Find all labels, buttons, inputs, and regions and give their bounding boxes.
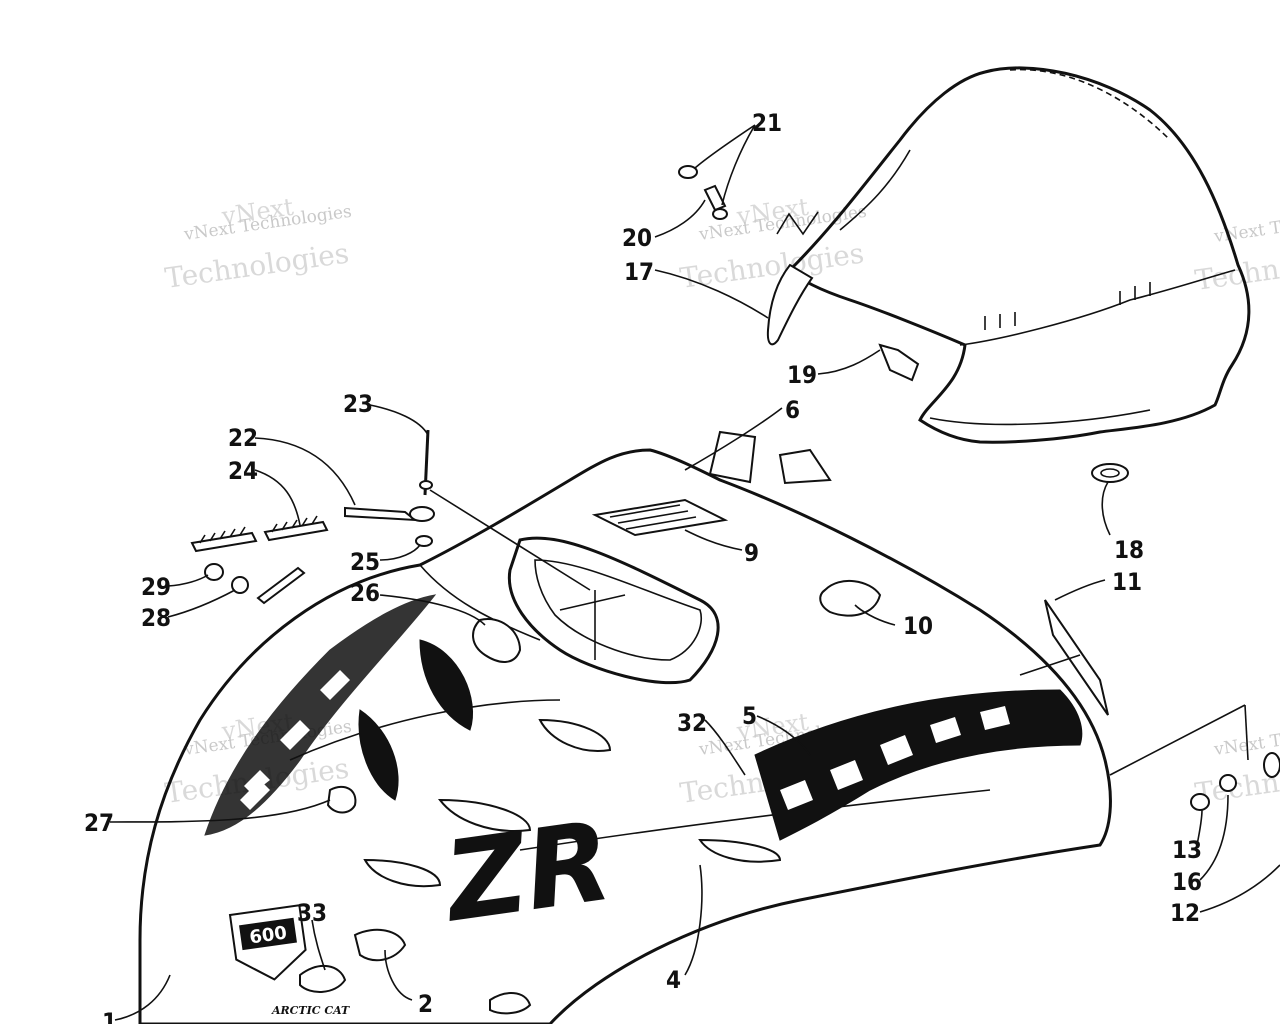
grommet [1091, 463, 1129, 483]
grommet [1263, 752, 1280, 778]
callout-32: 32 [677, 709, 707, 737]
callout-24: 24 [228, 457, 258, 485]
washer [712, 208, 728, 220]
callout-1: 1 [102, 1008, 117, 1024]
spring [190, 531, 258, 553]
leader-lines [109, 124, 1280, 1021]
checkered-decal-right [754, 689, 1083, 841]
nut [878, 343, 920, 382]
nut [1190, 793, 1210, 811]
cable [344, 506, 419, 522]
nut [204, 563, 224, 581]
hook [256, 566, 306, 605]
callout-11: 11 [1112, 568, 1142, 596]
callout-26: 26 [350, 579, 380, 607]
callout-4: 4 [666, 966, 681, 994]
screw-cap [678, 165, 698, 179]
callout-2: 2 [418, 990, 433, 1018]
emblem-600-text: 600 [248, 922, 288, 948]
callout-labels: 1 2 4 5 6 9 10 11 12 13 16 17 18 19 20 2… [84, 109, 1202, 1024]
zr-decal-text: ZR [435, 797, 619, 947]
latch-hardware [190, 429, 591, 605]
callout-9: 9 [744, 539, 759, 567]
callout-17: 17 [624, 258, 654, 286]
callout-12: 12 [1170, 899, 1200, 927]
washer [231, 576, 249, 594]
callout-21: 21 [752, 109, 782, 137]
decal-pads: 600 ARCTIC CAT [228, 430, 1109, 1017]
callout-13: 13 [1172, 836, 1202, 864]
watermark-text: Technologies [1193, 239, 1280, 297]
callout-22: 22 [228, 424, 258, 452]
callout-33: 33 [297, 899, 327, 927]
mount-hardware [1109, 704, 1280, 811]
callout-20: 20 [622, 224, 652, 252]
watermark-text: Technologies [163, 237, 351, 295]
arctic-cat-logo-text: ARCTIC CAT [271, 1004, 350, 1017]
callout-6: 6 [785, 396, 800, 424]
windshield-hardware [678, 165, 1129, 483]
screw [703, 184, 727, 212]
checkered-decal-left [204, 594, 437, 836]
callout-23: 23 [343, 390, 373, 418]
washer [1219, 774, 1237, 792]
callout-25: 25 [350, 548, 380, 576]
watermark-text: vNext Technologies [1212, 204, 1280, 247]
spring [263, 520, 329, 542]
callout-18: 18 [1114, 536, 1144, 564]
washer [415, 535, 433, 547]
windshield [766, 66, 1251, 444]
latch-plate [409, 506, 435, 522]
zr-decal: ZR [435, 797, 619, 947]
callout-19: 19 [787, 361, 817, 389]
callout-5: 5 [742, 702, 757, 730]
callout-27: 27 [84, 809, 114, 837]
callout-29: 29 [141, 573, 171, 601]
callout-16: 16 [1172, 868, 1202, 896]
callout-28: 28 [141, 604, 171, 632]
hood [138, 448, 1112, 1024]
callout-10: 10 [903, 612, 933, 640]
